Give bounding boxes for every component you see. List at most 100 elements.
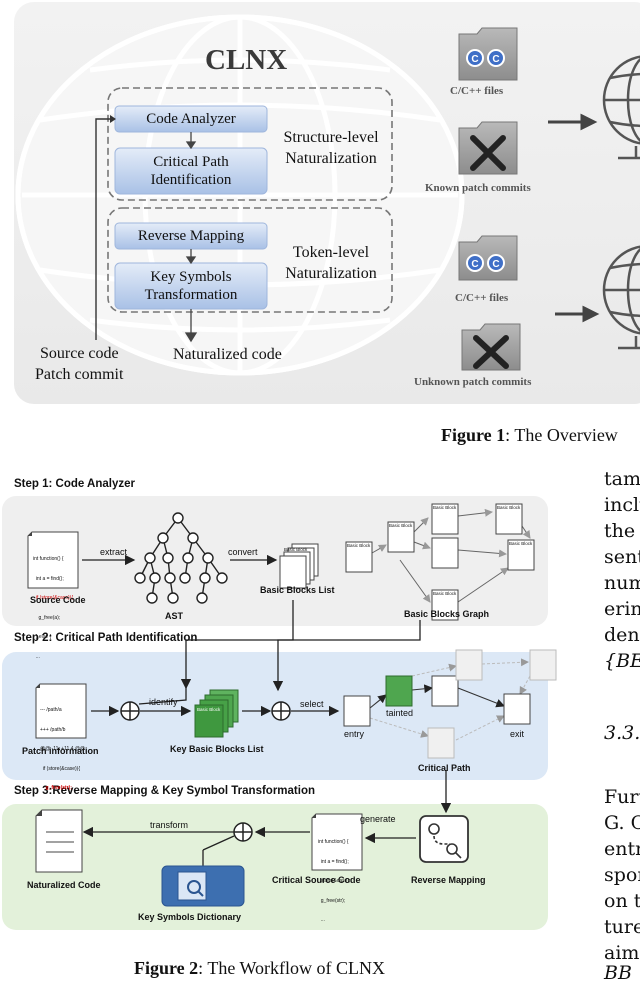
src-line: if (store(&case)){ bbox=[33, 595, 74, 601]
crit-line: store(&case); bbox=[318, 878, 351, 884]
key-basic-blocks-list-icon bbox=[194, 689, 239, 738]
globe-right-bottom-icon bbox=[602, 245, 640, 350]
figure-2-caption-label: Figure 2 bbox=[134, 958, 199, 978]
bb-mini-label: Basic Block bbox=[433, 591, 457, 596]
naturalized-code-label: Naturalized code bbox=[173, 346, 282, 363]
entry-label: entry bbox=[344, 729, 365, 739]
unknown-patch-folder-icon bbox=[461, 323, 521, 371]
generate-label: generate bbox=[360, 814, 396, 824]
patch-line: if (store(&case)){ bbox=[40, 765, 81, 772]
cc-files-top-folder-icon: C C bbox=[458, 27, 518, 81]
globe-right-top-icon bbox=[602, 55, 640, 160]
body-line: denc bbox=[604, 624, 640, 646]
source-code-label: Source Code bbox=[30, 595, 86, 605]
crit-line: int function() { bbox=[318, 839, 349, 845]
patch-info-snippet: --- /path/a +++ /path/b @@ -11, +11,4 @@… bbox=[40, 694, 85, 798]
figure-2-canvas bbox=[2, 496, 557, 930]
crit-line: ... bbox=[318, 917, 325, 923]
bb-mini-label: Basic Block bbox=[284, 547, 308, 552]
src-line: ... bbox=[33, 653, 40, 660]
basic-blocks-graph bbox=[345, 503, 535, 621]
patch-line: --- /path/a bbox=[40, 707, 62, 713]
identify-label: identify bbox=[149, 697, 178, 707]
src-line: int a = find(); bbox=[33, 575, 64, 582]
body-line: aims bbox=[604, 942, 640, 964]
known-patch-folder-icon bbox=[458, 121, 518, 175]
bb-graph-label: Basic Blocks Graph bbox=[404, 609, 490, 619]
structure-level-group bbox=[107, 87, 393, 201]
bb-mini-label: Basic Block bbox=[197, 707, 221, 712]
step3-heading: Step 3:Reverse Mapping & Key Symbol Tran… bbox=[14, 785, 315, 797]
cc-files-bottom-label: C/C++ files bbox=[455, 292, 509, 304]
naturalized-code-doc-icon bbox=[35, 809, 83, 873]
body-line: spon bbox=[604, 864, 640, 886]
svg-text:C: C bbox=[492, 54, 499, 65]
patch-info-label: Patch information bbox=[22, 746, 99, 756]
key-bb-list-label: Key Basic Blocks List bbox=[170, 744, 264, 754]
ast-label: AST bbox=[165, 611, 183, 621]
reverse-mapping-label: Reverse Mapping bbox=[411, 875, 486, 885]
body-line: the n bbox=[604, 520, 640, 542]
src-line: int function() { bbox=[33, 556, 64, 562]
figure-1: C C C C bbox=[0, 0, 640, 410]
basic-blocks-list-icon bbox=[279, 543, 319, 589]
patch-line: @@ -11, +11,4 @@ bbox=[40, 746, 85, 752]
reverse-mapping-icon bbox=[419, 815, 469, 863]
bb-mini-label: Basic Block bbox=[389, 523, 413, 528]
circle-plus-3-icon bbox=[233, 822, 253, 842]
unknown-patch-label: Unknown patch commits bbox=[414, 376, 532, 388]
patch-info-doc-icon bbox=[35, 683, 87, 739]
svg-text:C: C bbox=[471, 54, 478, 65]
step3-panel bbox=[2, 804, 548, 930]
select-label: select bbox=[300, 699, 324, 709]
source-code-doc-icon bbox=[27, 531, 79, 589]
transform-label: transform bbox=[150, 820, 189, 830]
body-line: ture, bbox=[604, 916, 640, 938]
key-symbols-dict-label: Key Symbols Dictionary bbox=[138, 912, 242, 922]
patch-line: +++ /path/b bbox=[40, 726, 66, 733]
bb-list-label: Basic Blocks List bbox=[260, 585, 335, 595]
step2-heading: Step 2: Critical Path Identification bbox=[14, 632, 198, 644]
body-line: num bbox=[604, 572, 640, 594]
crit-line: g_free(str); bbox=[318, 897, 346, 904]
ast-tree-icon bbox=[134, 512, 228, 604]
cc-files-top-label: C/C++ files bbox=[450, 85, 504, 97]
figure-1-canvas: C C C C bbox=[14, 2, 640, 404]
extract-label: extract bbox=[100, 547, 128, 557]
reverse-mapping-label: Reverse Mapping bbox=[137, 228, 245, 244]
key-symbols-dictionary-icon bbox=[161, 865, 245, 907]
svg-text:C: C bbox=[492, 259, 499, 270]
key-symbols-label-2: Transformation bbox=[144, 287, 238, 303]
circle-plus-1-icon bbox=[120, 701, 140, 721]
src-line: } else { bbox=[33, 634, 52, 640]
step1-heading: Step 1: Code Analyzer bbox=[14, 478, 135, 490]
critical-source-snippet: int function() { int a = find(); store(&… bbox=[318, 826, 351, 930]
body-line: BB bbox=[604, 962, 632, 984]
patch-line: g_free(str); bbox=[40, 785, 72, 791]
source-code-label: Source code bbox=[40, 345, 119, 362]
exit-label: exit bbox=[510, 729, 525, 739]
crit-line: int a = find(); bbox=[318, 858, 349, 865]
token-level-label-2: Naturalization bbox=[285, 265, 377, 282]
structure-level-label-1: Structure-level bbox=[283, 129, 379, 146]
bb-mini-label: Basic Block bbox=[347, 543, 371, 548]
body-line: G. C bbox=[604, 812, 640, 834]
clnx-title: CLNX bbox=[205, 44, 288, 76]
key-symbols-label-1: Key Symbols bbox=[150, 269, 232, 285]
code-analyzer-label: Code Analyzer bbox=[146, 111, 236, 127]
critical-source-doc-icon bbox=[311, 813, 363, 871]
patch-commit-label: Patch commit bbox=[35, 366, 124, 383]
svg-text:C: C bbox=[471, 259, 478, 270]
structure-level-label-2: Naturalization bbox=[285, 150, 377, 167]
critical-path-label-2: Identification bbox=[150, 172, 232, 188]
token-level-group bbox=[107, 207, 393, 313]
figure-1-caption: Figure 1: The Overview bbox=[441, 425, 618, 446]
figure-2-caption: Figure 2: The Workflow of CLNX bbox=[134, 958, 385, 979]
figure-1-caption-label: Figure 1 bbox=[441, 425, 506, 445]
naturalized-code-label: Naturalized Code bbox=[27, 880, 101, 890]
body-line: ering bbox=[604, 598, 640, 620]
body-line: entry bbox=[604, 838, 640, 860]
known-patch-label: Known patch commits bbox=[425, 182, 531, 194]
figure-2-caption-text: : The Workflow of CLNX bbox=[198, 958, 386, 978]
